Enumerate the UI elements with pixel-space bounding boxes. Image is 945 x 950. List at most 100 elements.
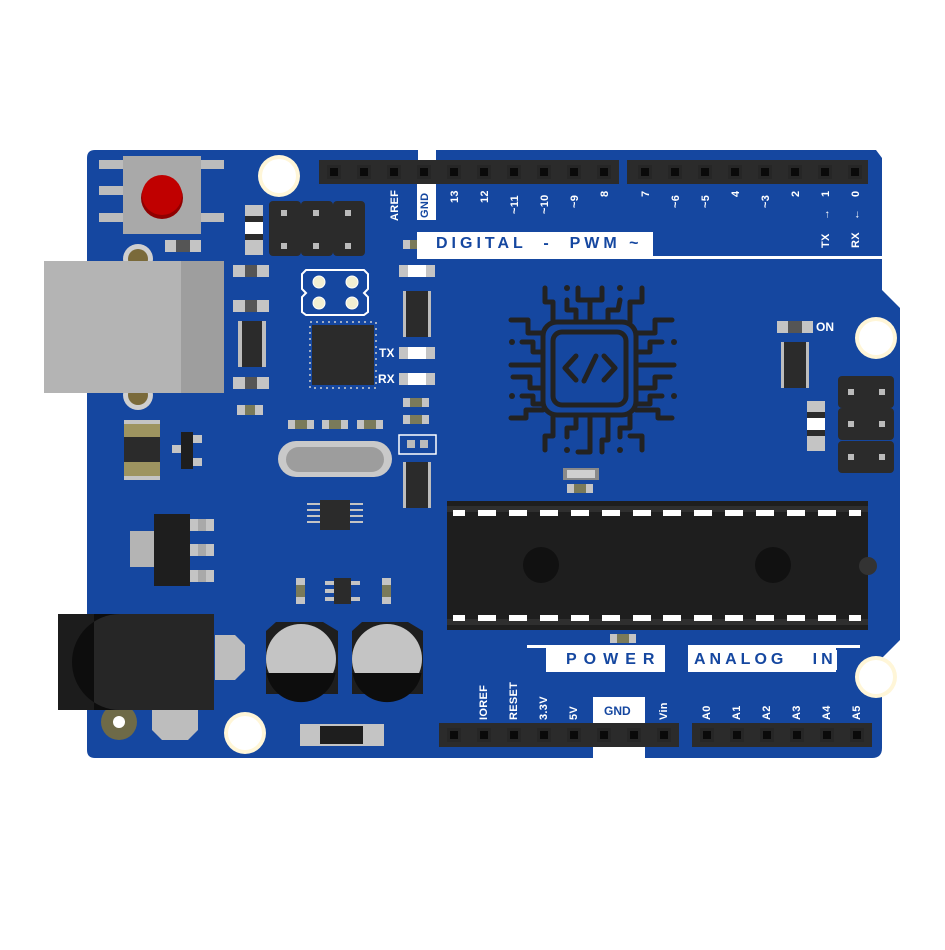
smd-resistors-near-chip	[403, 240, 636, 643]
analog-pin-socket[interactable]	[700, 728, 714, 742]
pin-label-13: 13	[449, 190, 461, 203]
digital-pin-socket[interactable]	[327, 165, 341, 179]
pin-label-7: 7	[640, 190, 652, 197]
analog-pin-socket[interactable]	[790, 728, 804, 742]
tx-arrow-icon: →	[820, 208, 832, 220]
resistor-network-right	[781, 342, 809, 388]
analog-pin-socket[interactable]	[850, 728, 864, 742]
tx-led-label: TX	[379, 346, 395, 360]
pin-hole	[793, 731, 801, 739]
pin-label-5: ~5	[700, 194, 712, 208]
pad-footprint-2x2	[301, 269, 369, 316]
digital-pin-socket[interactable]	[638, 165, 652, 179]
digital-pin-socket[interactable]	[507, 165, 521, 179]
mount-hole-right-upper	[855, 317, 897, 359]
pin-label-gnd: GND	[419, 192, 431, 218]
usb-controller-chip	[309, 321, 377, 389]
pin-label-a0: A0	[701, 705, 713, 720]
digital-pin-socket[interactable]	[567, 165, 581, 179]
power-pin-socket[interactable]	[507, 728, 521, 742]
digital-pin-socket[interactable]	[758, 165, 772, 179]
power-pin-socket[interactable]	[447, 728, 461, 742]
analog-pin-socket[interactable]	[730, 728, 744, 742]
pin-label-4: 4	[730, 190, 742, 197]
pin-label-6: ~6	[670, 194, 682, 208]
soic8-chip	[307, 500, 363, 530]
pin-label-a3: A3	[791, 705, 803, 720]
analog-pin-socket[interactable]	[820, 728, 834, 742]
pin-hole	[630, 731, 638, 739]
digital-pin-socket[interactable]	[848, 165, 862, 179]
pin-hole	[761, 168, 769, 176]
dc-barrel-jack	[58, 614, 245, 740]
analog-header	[692, 723, 872, 747]
smd-components-near-caps	[296, 578, 391, 604]
smd-resistor-vertical	[245, 205, 263, 255]
digital-pin-socket[interactable]	[698, 165, 712, 179]
pin-hole	[360, 168, 368, 176]
smd-resistors-row	[288, 420, 383, 429]
on-led	[777, 321, 813, 333]
pin-label-a2: A2	[761, 705, 773, 720]
power-pin-socket[interactable]	[627, 728, 641, 742]
pin-hole	[641, 168, 649, 176]
pin-label-aref: AREF	[389, 189, 401, 221]
power-pin-socket[interactable]	[567, 728, 581, 742]
pin-hole	[510, 731, 518, 739]
pin-hole	[450, 168, 458, 176]
digital-pin-socket[interactable]	[357, 165, 371, 179]
pin-hole	[570, 168, 578, 176]
digital-pin-socket[interactable]	[597, 165, 611, 179]
polyfuse	[124, 420, 160, 480]
pin-label-2: 2	[790, 190, 802, 197]
pin-label-11: ~11	[509, 195, 521, 214]
pin-label-8: 8	[599, 190, 611, 197]
pin-label-1: 1	[820, 190, 832, 197]
pin-label-12: 12	[479, 190, 491, 203]
pin-hole	[853, 731, 861, 739]
digital-pin-socket[interactable]	[668, 165, 682, 179]
electrolytic-capacitor-left	[266, 622, 338, 703]
digital-pin-socket[interactable]	[387, 165, 401, 179]
digital-pin-socket[interactable]	[788, 165, 802, 179]
digital-pin-socket[interactable]	[818, 165, 832, 179]
pin-hole	[330, 168, 338, 176]
icsp-header-right	[838, 376, 894, 473]
mount-hole-top-left	[258, 155, 300, 197]
pin-hole	[701, 168, 709, 176]
pin-label-3: ~3	[760, 194, 772, 208]
pin-hole	[420, 168, 428, 176]
mount-hole-right-lower	[855, 656, 897, 698]
pin-label-vin: Vin	[658, 702, 670, 720]
pin-hole	[600, 731, 608, 739]
analog-in-banner: ANALOG IN	[694, 650, 837, 670]
chip-code-icon	[508, 285, 677, 455]
power-pin-socket[interactable]	[597, 728, 611, 742]
electrolytic-capacitor-right	[352, 622, 423, 703]
digital-pin-socket[interactable]	[477, 165, 491, 179]
pin-label-tx: TX	[820, 233, 832, 248]
analog-pin-socket[interactable]	[760, 728, 774, 742]
icsp-header-usb	[269, 201, 365, 256]
power-pin-socket[interactable]	[537, 728, 551, 742]
pin-label-reset: RESET	[508, 681, 520, 720]
digital-pin-socket[interactable]	[417, 165, 431, 179]
power-pin-socket[interactable]	[477, 728, 491, 742]
pin-hole	[510, 168, 518, 176]
digital-pin-socket[interactable]	[728, 165, 742, 179]
pin-hole	[540, 168, 548, 176]
digital-pin-socket[interactable]	[447, 165, 461, 179]
pin-label-ioref: IOREF	[478, 684, 490, 720]
digital-pwm-banner: DIGITAL - PWM ~	[436, 234, 643, 254]
pin-label-a1: A1	[731, 705, 743, 720]
resistor-network-mid-upper	[403, 291, 431, 337]
smd-resistors-mid	[403, 398, 429, 424]
digital-pin-socket[interactable]	[537, 165, 551, 179]
smd-resistor-vertical-right	[807, 401, 825, 451]
pin-hole	[731, 168, 739, 176]
power-pin-socket[interactable]	[657, 728, 671, 742]
digital-banner-underline	[417, 256, 882, 259]
pin-hole	[450, 731, 458, 739]
